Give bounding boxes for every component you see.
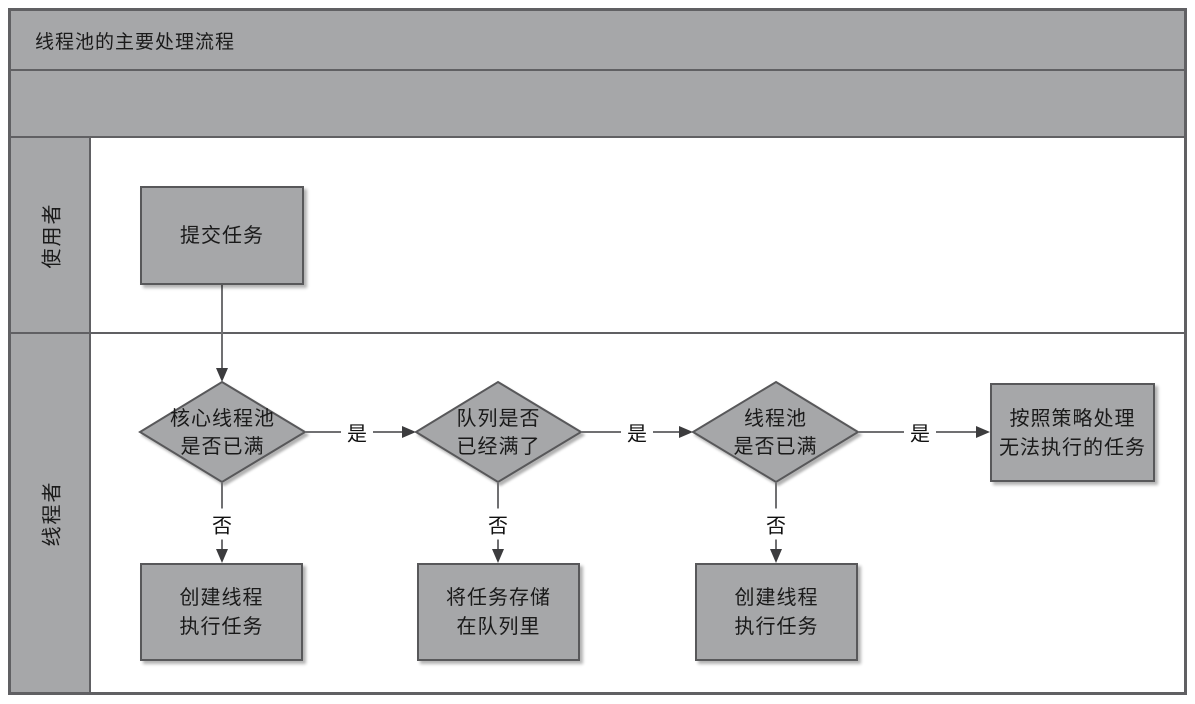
process-store-in-queue-line1: 将任务存储 [446,585,551,609]
process-create-thread-2-line1: 创建线程 [734,585,819,609]
swimlane-user: 使用者 [11,138,1184,334]
process-submit-task: 提交任务 [140,186,304,285]
decision-core-pool-full-line2: 是否已满 [180,434,265,458]
process-create-thread-1-line2: 执行任务 [179,614,264,638]
process-reject-policy: 按照策略处理 无法执行的任务 [990,383,1155,482]
diagram-title-bar: 线程池的主要处理流程 [11,11,1184,71]
decision-queue-full: 队列是否 已经满了 [416,382,581,482]
decision-pool-full: 线程池 是否已满 [693,382,858,482]
edge-label-yes-1: 是 [341,416,373,448]
process-create-thread-1-line1: 创建线程 [179,585,264,609]
edge-label-no-2: 否 [482,508,514,540]
process-reject-policy-line1: 按照策略处理 [1009,405,1136,430]
diagram-title: 线程池的主要处理流程 [35,30,236,53]
edge-label-no-3: 否 [760,508,792,540]
process-create-thread-1: 创建线程 执行任务 [140,563,303,661]
process-submit-task-label: 提交任务 [180,223,264,247]
swimlane-user-label: 使用者 [39,202,64,268]
process-store-in-queue-line2: 在队列里 [456,614,541,638]
process-create-thread-2-line2: 执行任务 [734,614,819,638]
decision-pool-full-line1: 线程池 [744,406,807,430]
diagram-subtitle-bar [11,71,1184,138]
edge-label-yes-2: 是 [621,416,653,448]
decision-pool-full-line2: 是否已满 [733,434,818,458]
edge-label-no-1: 否 [206,508,238,540]
process-reject-policy-line2: 无法执行的任务 [999,434,1146,459]
swimlane-user-header: 使用者 [11,138,91,332]
edge-label-yes-3: 是 [904,416,936,448]
decision-core-pool-full-line1: 核心线程池 [170,406,275,430]
process-store-in-queue: 将任务存储 在队列里 [417,563,580,661]
decision-core-pool-full: 核心线程池 是否已满 [140,382,305,482]
process-create-thread-2: 创建线程 执行任务 [695,563,858,661]
decision-queue-full-line2: 已经满了 [456,434,541,458]
decision-queue-full-line1: 队列是否 [456,406,541,430]
swimlane-worker-label: 线程者 [39,480,64,546]
swimlane-worker-header: 线程者 [11,334,91,692]
